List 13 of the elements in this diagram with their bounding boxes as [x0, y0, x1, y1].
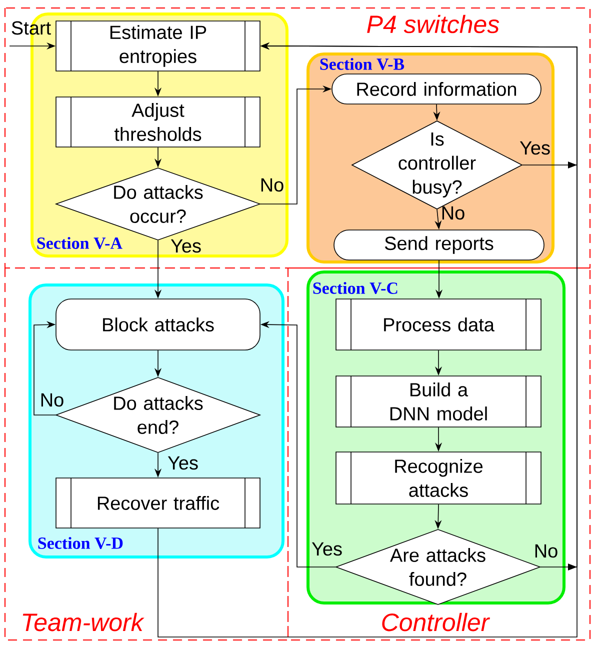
rounded-box: Block attacks — [56, 298, 260, 350]
process-box: Estimate IP entropies — [56, 20, 260, 72]
process-box: Recognize attacks — [336, 452, 542, 504]
process-box: Recover traffic — [56, 478, 260, 528]
arrow — [34, 321, 56, 416]
process-box: Adjust thresholds — [56, 96, 260, 148]
process-box: Build a DNN model — [336, 376, 542, 428]
rounded-box: Record information — [332, 74, 542, 104]
rounded-box: Send reports — [334, 230, 544, 260]
edge-label: Yes — [170, 239, 201, 253]
process-box: Process data — [336, 298, 542, 350]
edge-label: No — [261, 178, 284, 192]
edge-label: Yes — [168, 456, 198, 470]
